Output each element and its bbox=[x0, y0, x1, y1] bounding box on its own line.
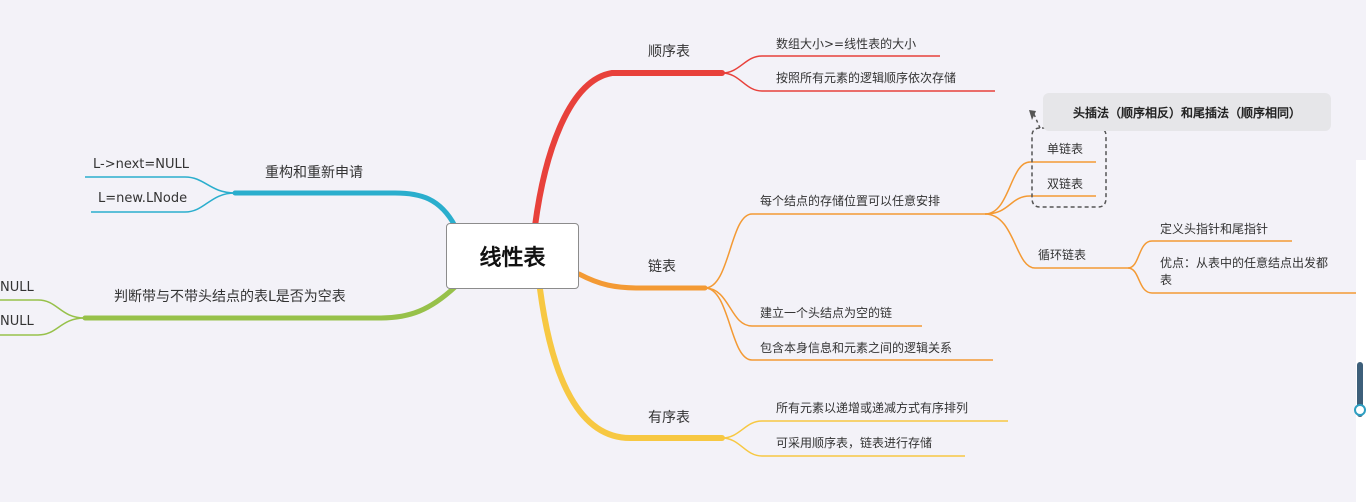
subtopic-storage[interactable]: 每个结点的存储位置可以任意安排 bbox=[760, 194, 941, 208]
branch-linked-connector bbox=[576, 271, 708, 291]
branch-ordered-connector bbox=[537, 286, 725, 441]
vertical-scrollbar[interactable] bbox=[1356, 160, 1366, 502]
ordered-child-connector bbox=[721, 437, 965, 457]
storage-child-connector bbox=[984, 161, 1096, 215]
root-node[interactable]: 线性表 bbox=[446, 223, 579, 289]
subtopic-double-list[interactable]: 双链表 bbox=[1047, 177, 1084, 191]
linked-child-connector bbox=[704, 213, 985, 289]
subtopic[interactable]: 可采用顺序表，链表进行存储 bbox=[776, 436, 933, 450]
subtopic[interactable]: 建立一个头结点为空的链 bbox=[760, 306, 893, 320]
subtopic[interactable]: 优点：从表中的任意结点出发都 bbox=[1160, 256, 1329, 270]
storage-child-connector bbox=[984, 213, 1128, 269]
linked-child-connector bbox=[704, 287, 993, 361]
subtopic-circular-list[interactable]: 循环链表 bbox=[1038, 248, 1087, 262]
subtopic[interactable]: 所有元素以递增或递减方式有序排列 bbox=[776, 401, 969, 415]
relationship-callout[interactable]: 头插法（顺序相反）和尾插法（顺序相同） bbox=[1043, 93, 1331, 131]
subtopic[interactable]: NULL bbox=[0, 314, 34, 329]
topic-rebuild[interactable]: 重构和重新申请 bbox=[265, 165, 363, 181]
subtopic[interactable]: 包含本身信息和元素之间的逻辑关系 bbox=[760, 341, 953, 355]
scrollbar-handle-icon[interactable] bbox=[1354, 404, 1366, 416]
scrollbar-thumb[interactable] bbox=[1357, 362, 1363, 417]
subtopic[interactable]: 按照所有元素的逻辑顺序依次存储 bbox=[776, 71, 957, 85]
sequential-child-connector bbox=[721, 72, 995, 92]
subtopic[interactable]: 数组大小>=线性表的大小 bbox=[776, 37, 917, 51]
topic-linked[interactable]: 链表 bbox=[648, 259, 676, 275]
branch-empty-check-connector bbox=[82, 284, 458, 321]
branch-rebuild-connector bbox=[232, 190, 458, 229]
rebuild-child-connector bbox=[91, 192, 236, 213]
subtopic[interactable]: L=new.LNode bbox=[98, 191, 188, 206]
circular-child-connector bbox=[1127, 240, 1292, 269]
rebuild-child-connector bbox=[85, 176, 236, 194]
topic-sequential[interactable]: 顺序表 bbox=[648, 44, 690, 60]
relationship-dashed-outline bbox=[1031, 127, 1107, 208]
branch-sequential-connector bbox=[532, 70, 725, 229]
sequential-child-connector bbox=[721, 55, 940, 74]
subtopic[interactable]: 定义头指针和尾指针 bbox=[1160, 222, 1269, 236]
topic-ordered[interactable]: 有序表 bbox=[648, 410, 690, 426]
relationship-arrowhead bbox=[1029, 110, 1036, 120]
subtopic-single-list[interactable]: 单链表 bbox=[1047, 142, 1084, 156]
linked-child-connector bbox=[704, 287, 922, 327]
topic-empty-check[interactable]: 判断带与不带头结点的表L是否为空表 bbox=[114, 289, 346, 305]
storage-child-connector bbox=[984, 195, 1096, 215]
subtopic[interactable]: L->next=NULL bbox=[93, 157, 190, 172]
empty-check-child-connector bbox=[0, 299, 86, 319]
subtopic[interactable]: NULL bbox=[0, 280, 34, 295]
circular-child-connector bbox=[1127, 267, 1360, 294]
empty-check-child-connector bbox=[0, 317, 86, 336]
ordered-child-connector bbox=[721, 420, 1008, 439]
subtopic[interactable]: 表 bbox=[1160, 273, 1173, 287]
